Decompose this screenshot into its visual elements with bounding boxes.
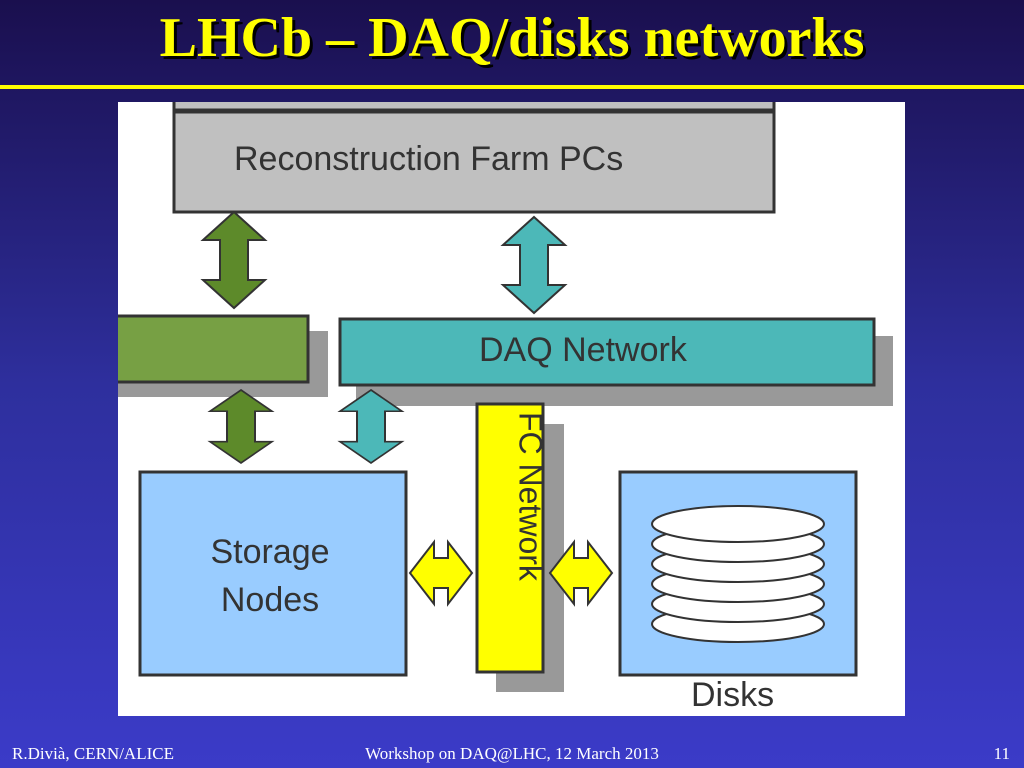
disks-label: Disks [691,676,775,714]
footer-event: Workshop on DAQ@LHC, 12 March 2013 [365,744,659,763]
teal-arrow-top [502,216,566,314]
footer-author: R.Divià, CERN/ALICE [12,744,174,763]
daq-network-label: DAQ Network [479,331,687,369]
fc-network-label: FC Network [512,412,549,581]
fc-network-box [475,402,564,692]
yellow-arrow-left [409,541,473,605]
slide-title: LHCb – DAQ/disks networks [159,7,865,69]
diagram-svg [118,102,893,692]
disk-stack-icon [651,505,825,643]
page-number: 11 [993,744,1010,763]
green-network-box [118,314,328,397]
reconstruction-farm-box [172,102,776,214]
green-arrow-bottom [209,389,273,464]
storage-nodes-box [138,470,408,677]
daq-network-box [338,317,893,406]
title-rule [0,85,1024,89]
diagram-panel: Reconstruction Farm PCs DAQ Network FC N… [118,102,905,716]
storage-nodes-label: Storage Nodes [210,533,330,619]
reconstruction-farm-label: Reconstruction Farm PCs [234,140,624,178]
green-arrow-top [202,211,266,309]
